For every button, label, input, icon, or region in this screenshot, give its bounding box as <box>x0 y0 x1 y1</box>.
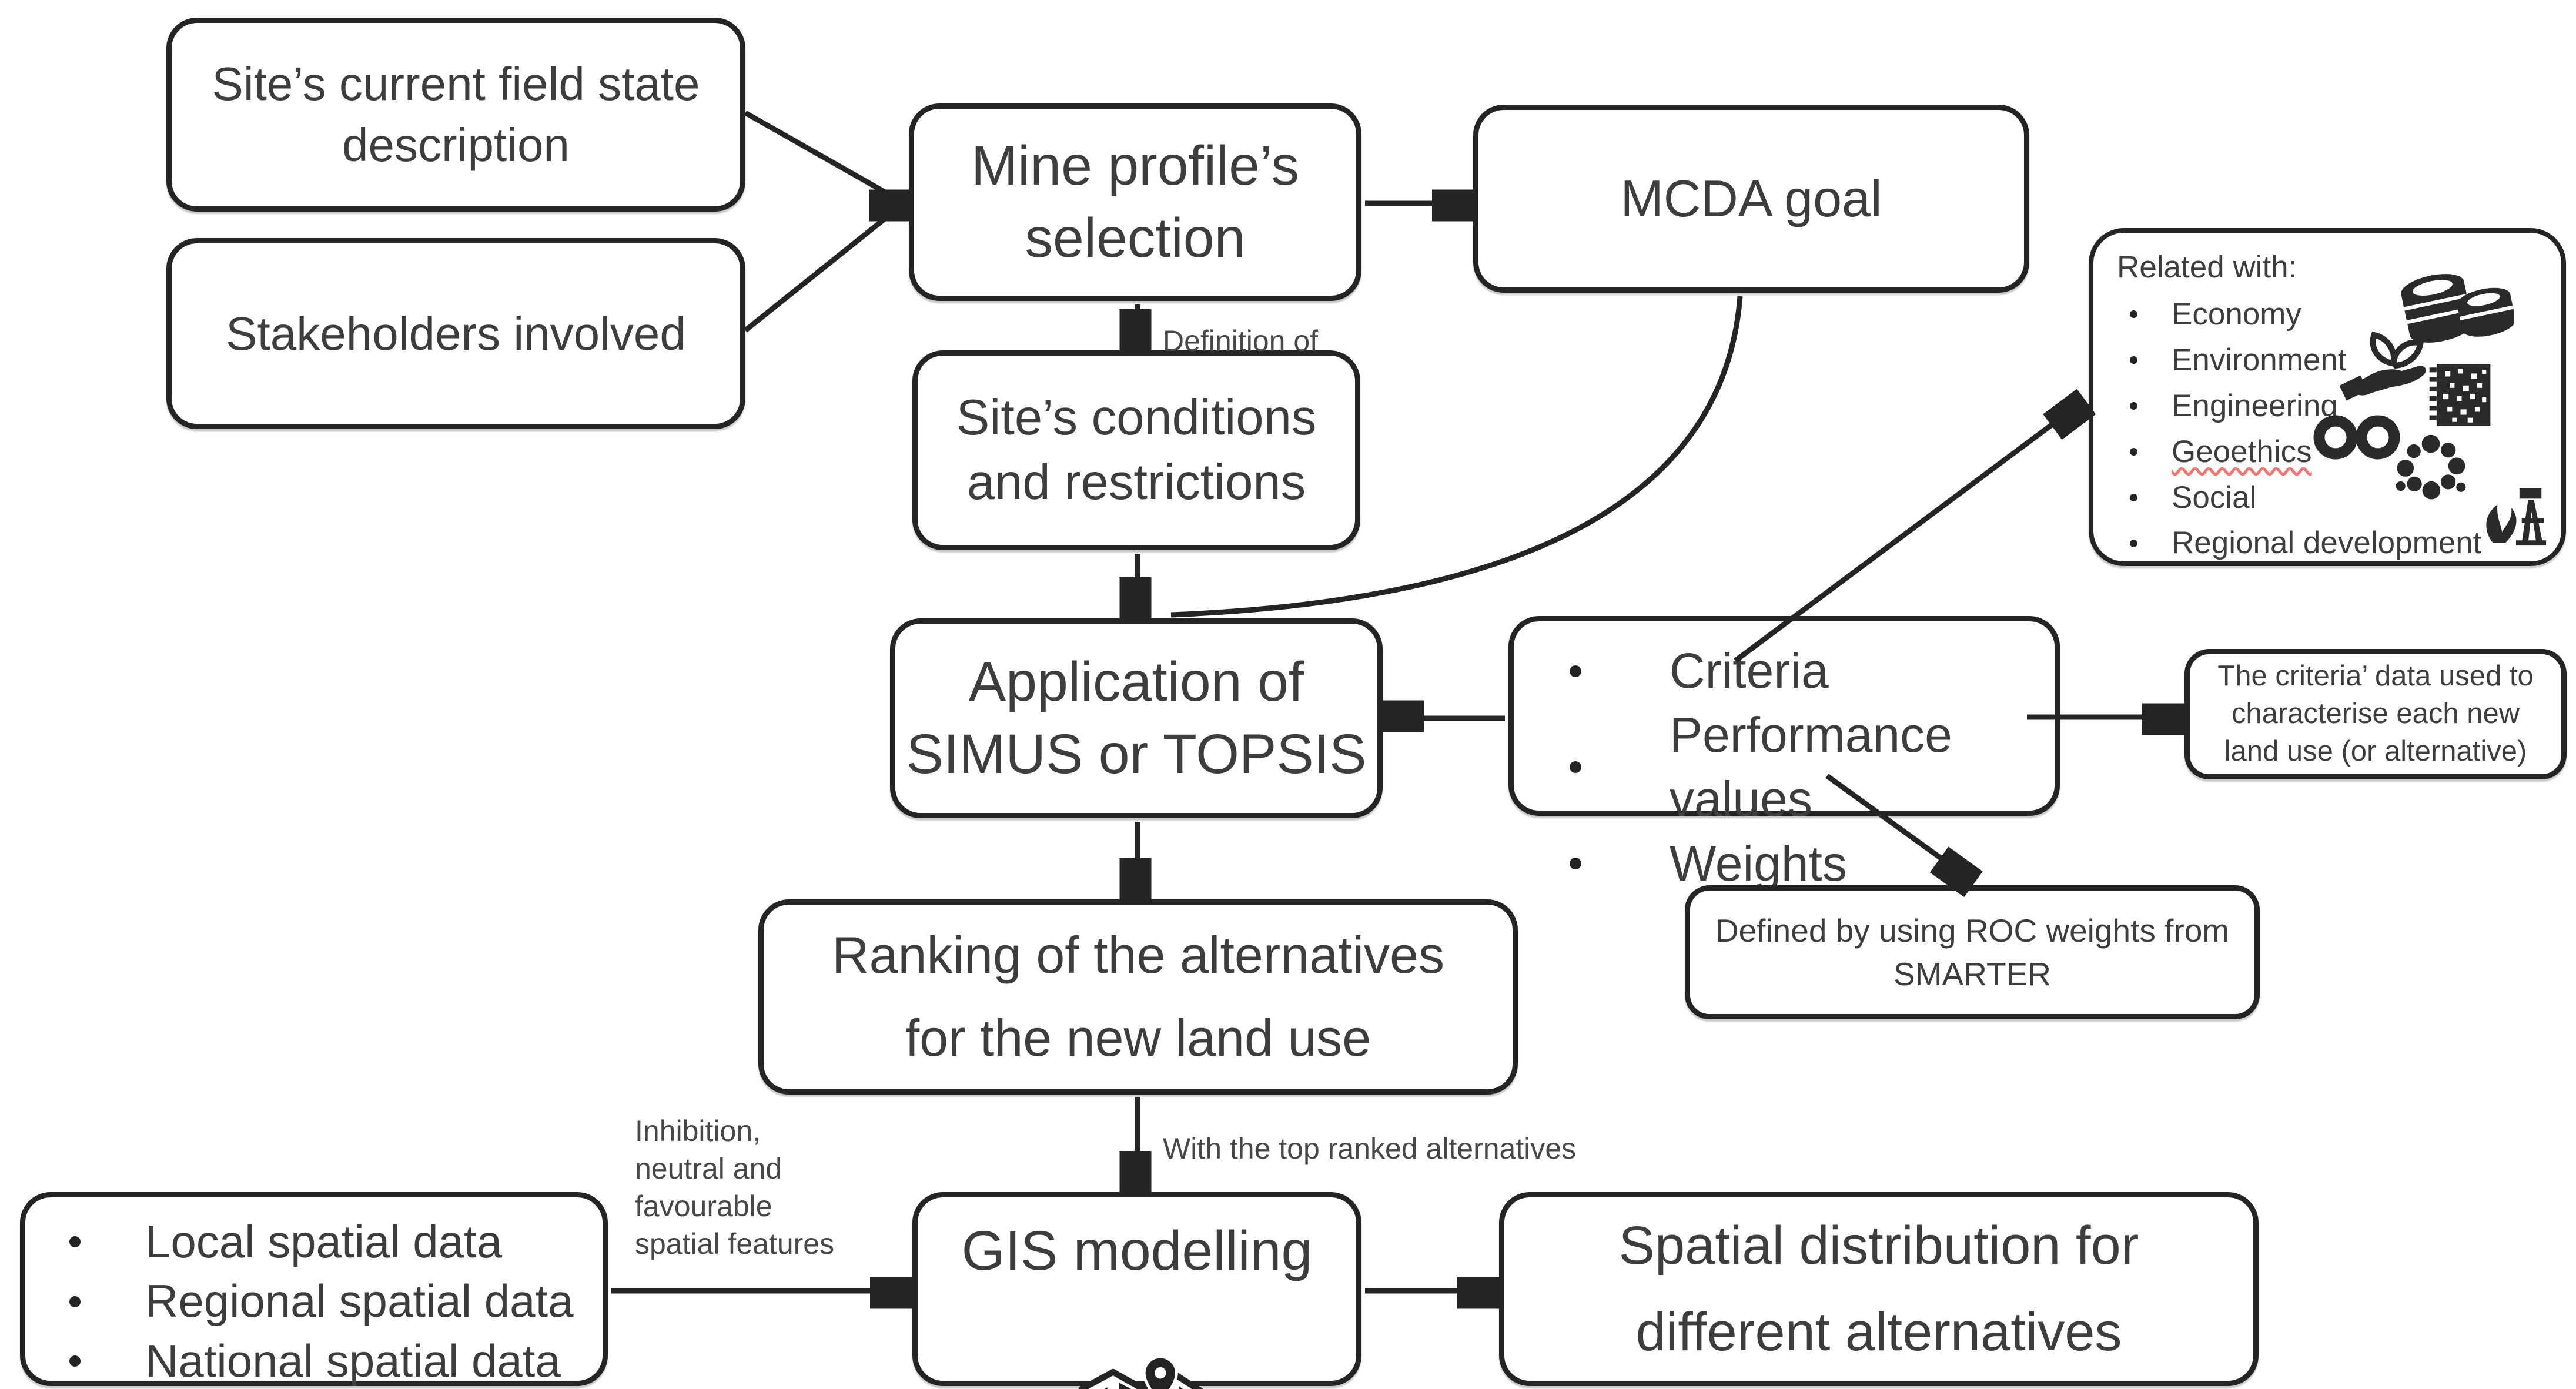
edge-label-top-ranked: With the top ranked alternatives <box>1163 1132 1577 1165</box>
related-item-label: Economy <box>2172 296 2301 332</box>
related-item-label: Social <box>2172 480 2257 515</box>
box-criteria-data-note: The criteria’ data used to characterise … <box>2184 649 2567 779</box>
coins-icon <box>2401 274 2514 343</box>
edge-label-spatial-features: Inhibition, neutral and favourable spati… <box>635 1114 835 1260</box>
box-application-simus-topsis: Application of SIMUS or TOPSIS <box>890 618 1383 818</box>
bullet-icon <box>1570 858 1581 870</box>
infinity-icon <box>2313 415 2400 460</box>
list-item: Geoethics <box>2117 429 2481 475</box>
spatial-item-label: National spatial data <box>145 1334 561 1387</box>
list-item: Performance values <box>1570 703 2055 831</box>
edge-stakeholders-to-mine-profile <box>744 203 904 333</box>
map-with-pin-icon <box>1063 1280 1210 1389</box>
box-site-conditions: Site’s conditions and restrictions <box>912 350 1360 550</box>
chip-icon <box>2429 364 2491 426</box>
box-ranking-alternatives: Ranking of the alternatives for the new … <box>758 899 1518 1095</box>
bullet-icon <box>1570 761 1581 774</box>
bullet-icon <box>1570 665 1581 677</box>
list-item: Environment <box>2117 337 2481 383</box>
list-item: Economy <box>2117 292 2481 337</box>
box-mine-profile-selection: Mine profile’s selection <box>909 103 1361 301</box>
bullet-icon <box>2130 356 2137 364</box>
related-item-label: Engineering <box>2172 388 2338 423</box>
bullet-icon <box>69 1296 81 1307</box>
criteria-inputs-list: Criteria Performance values Weights <box>1514 621 2055 891</box>
box-stakeholders: Stakeholders involved <box>166 238 745 429</box>
box-criteria-inputs: Criteria Performance values Weights <box>1508 616 2060 891</box>
bullet-icon <box>2130 402 2137 410</box>
related-item-label: Geoethics <box>2172 434 2312 469</box>
criteria-item-label: Criteria <box>1670 643 1829 698</box>
bullet-icon <box>69 1355 81 1367</box>
gis-modelling-label: GIS modelling <box>961 1220 1313 1282</box>
spatial-item-label: Regional spatial data <box>145 1275 574 1327</box>
box-related-with: Related with: Economy Environment Engine… <box>2089 228 2566 566</box>
bullet-icon <box>2130 539 2137 547</box>
list-item: Criteria <box>1570 639 2055 703</box>
list-item: Regional spatial data <box>69 1271 603 1331</box>
bullet-icon <box>2130 310 2137 319</box>
box-gis-modelling: GIS modelling <box>912 1192 1361 1389</box>
related-item-label: Regional development <box>2172 526 2482 561</box>
edge-label-definition-of: Definition of <box>1163 324 1319 357</box>
list-item: National spatial data <box>69 1331 603 1389</box>
edge-site-state-to-mine-profile <box>744 111 904 204</box>
related-with-list: Economy Environment Engineering Geoethic… <box>2117 292 2481 566</box>
mine-pump-icon <box>2486 488 2547 546</box>
bullet-icon <box>69 1236 81 1248</box>
related-item-label: Environment <box>2172 342 2347 377</box>
spatial-data-list: Local spatial data Regional spatial data… <box>25 1197 603 1387</box>
bullet-icon <box>2130 448 2137 456</box>
people-cluster-icon <box>2396 434 2466 500</box>
list-item: Regional development <box>2117 520 2481 566</box>
box-spatial-data: Local spatial data Regional spatial data… <box>20 1192 608 1387</box>
criteria-item-label: Weights <box>1670 835 1847 891</box>
spatial-item-label: Local spatial data <box>145 1216 503 1267</box>
list-item: Weights <box>1570 832 2055 896</box>
box-roc-weights-note: Defined by using ROC weights from SMARTE… <box>1685 885 2260 1019</box>
criteria-item-label: Performance values <box>1670 707 1952 827</box>
hand-sprout-icon <box>2340 332 2426 401</box>
box-spatial-distribution: Spatial distribution for different alter… <box>1499 1192 2259 1386</box>
bullet-icon <box>2130 493 2137 501</box>
related-with-title: Related with: <box>2117 250 2297 285</box>
box-site-state: Site’s current field state description <box>166 18 745 212</box>
box-mcda-goal: MCDA goal <box>1473 105 2029 293</box>
list-item: Social <box>2117 475 2481 521</box>
list-item: Local spatial data <box>69 1212 603 1271</box>
list-item: Engineering <box>2117 383 2481 429</box>
